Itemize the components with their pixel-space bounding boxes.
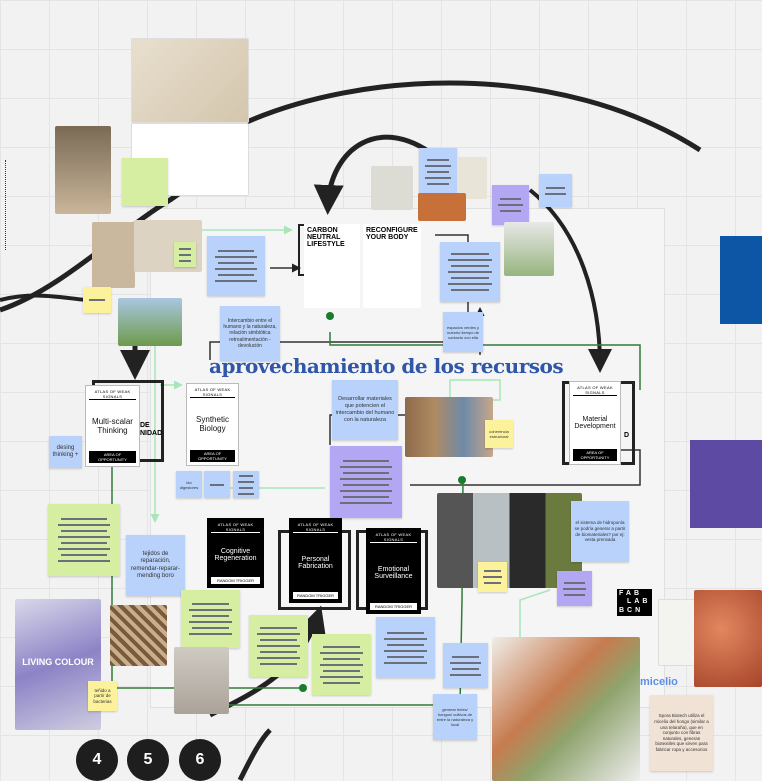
sticky-blue[interactable] <box>204 471 230 498</box>
poster-title: RECONFIGURE YOUR BODY <box>366 227 418 241</box>
sticky-estructural[interactable]: coherencia estructural <box>485 420 513 448</box>
sticky-green[interactable] <box>312 634 371 695</box>
sticky-tejidos[interactable]: tejidos de reparación, remendar-reparar-… <box>126 535 185 596</box>
sticky-bio-digestores[interactable]: bio digestores <box>176 471 202 498</box>
book-image[interactable] <box>457 157 487 199</box>
sticky-blue[interactable] <box>419 148 457 196</box>
page-button-5[interactable]: 5 <box>127 739 169 781</box>
thick-arrow-to-material <box>528 188 612 373</box>
side-purple-block[interactable] <box>690 440 762 528</box>
poster-title: CARBON NEUTRAL LIFESTYLE <box>307 227 345 248</box>
thick-arrow-top <box>238 80 702 153</box>
weaving-image[interactable] <box>174 647 229 714</box>
sticky-tenido[interactable]: teñido a partir de bacterias <box>88 681 117 711</box>
sticky-blue[interactable] <box>376 617 435 678</box>
sticky-hidroponia[interactable]: el sistema de hidroponía se podría gener… <box>571 501 629 562</box>
sticky-yellow[interactable] <box>478 562 507 592</box>
micelio-label: micelio <box>640 676 678 688</box>
sticky-blue[interactable] <box>539 174 572 207</box>
behind-card-text: DE NIDAD <box>140 422 163 437</box>
sticky-blue[interactable] <box>440 242 500 302</box>
sticky-desing-thinking[interactable]: desing thinking + <box>49 436 82 468</box>
carbon-neutral-poster[interactable]: CARBON NEUTRAL LIFESTYLE <box>304 224 360 308</box>
sticky-blue[interactable] <box>233 471 259 498</box>
sticky-green[interactable] <box>48 504 120 576</box>
carbon-bracket <box>298 224 304 276</box>
rock-formations-collage[interactable] <box>405 397 493 457</box>
sticky-purple[interactable] <box>557 571 592 606</box>
sticky-yellow[interactable] <box>83 287 111 313</box>
hexagon-tiles-image[interactable] <box>131 38 249 123</box>
behind-card-text: D <box>624 432 630 439</box>
mushroom-image[interactable] <box>694 590 762 687</box>
micelio-products-collage[interactable] <box>492 637 640 781</box>
sticky-blue[interactable] <box>443 643 488 688</box>
sticky-green[interactable] <box>174 242 196 267</box>
sticky-purple[interactable] <box>492 185 529 225</box>
sticky-intercambio[interactable]: Intercambio entre el humano y la natural… <box>220 306 280 361</box>
fruit-image[interactable] <box>371 166 413 210</box>
sticky-blue[interactable] <box>207 236 265 296</box>
side-blue-block[interactable] <box>720 236 762 324</box>
reconfigure-body-poster[interactable]: RECONFIGURE YOUR BODY <box>363 224 421 308</box>
poster-title: LIVING COLOUR <box>22 657 94 667</box>
plants-wall-image[interactable] <box>504 222 554 276</box>
page-button-6[interactable]: 6 <box>179 739 221 781</box>
lattice-image[interactable] <box>92 222 135 288</box>
grass-structure-image[interactable] <box>118 298 182 346</box>
sticky-espacios[interactable]: espacios verdes y nuestro tiempo de cont… <box>443 312 483 352</box>
sticky-spora[interactable]: Spora Biotech utiliza el micelio del hon… <box>650 695 713 771</box>
thick-arrow-to-carbon <box>313 134 442 215</box>
living-colour-poster[interactable]: LIVING COLOUR <box>15 599 101 730</box>
board-title: aprovechamiento de los recursos <box>209 354 564 378</box>
sticky-purple[interactable] <box>330 446 402 518</box>
sticky-green-small[interactable] <box>122 158 168 206</box>
sticky-green[interactable] <box>249 615 308 677</box>
page-button-4[interactable]: 4 <box>76 739 118 781</box>
dotted-frame-edge <box>0 160 6 250</box>
food-trays-image[interactable] <box>55 126 111 214</box>
sticky-green[interactable] <box>181 590 240 648</box>
zebra-fabric-image[interactable] <box>110 605 167 666</box>
jar-image[interactable] <box>658 599 697 666</box>
sticky-generar[interactable]: generar tintes/ hongos/ cultivos de entr… <box>433 694 477 740</box>
oranges-image[interactable] <box>418 193 466 221</box>
sticky-desarrollar[interactable]: Desarrollar materiales que potencien el … <box>332 380 398 440</box>
